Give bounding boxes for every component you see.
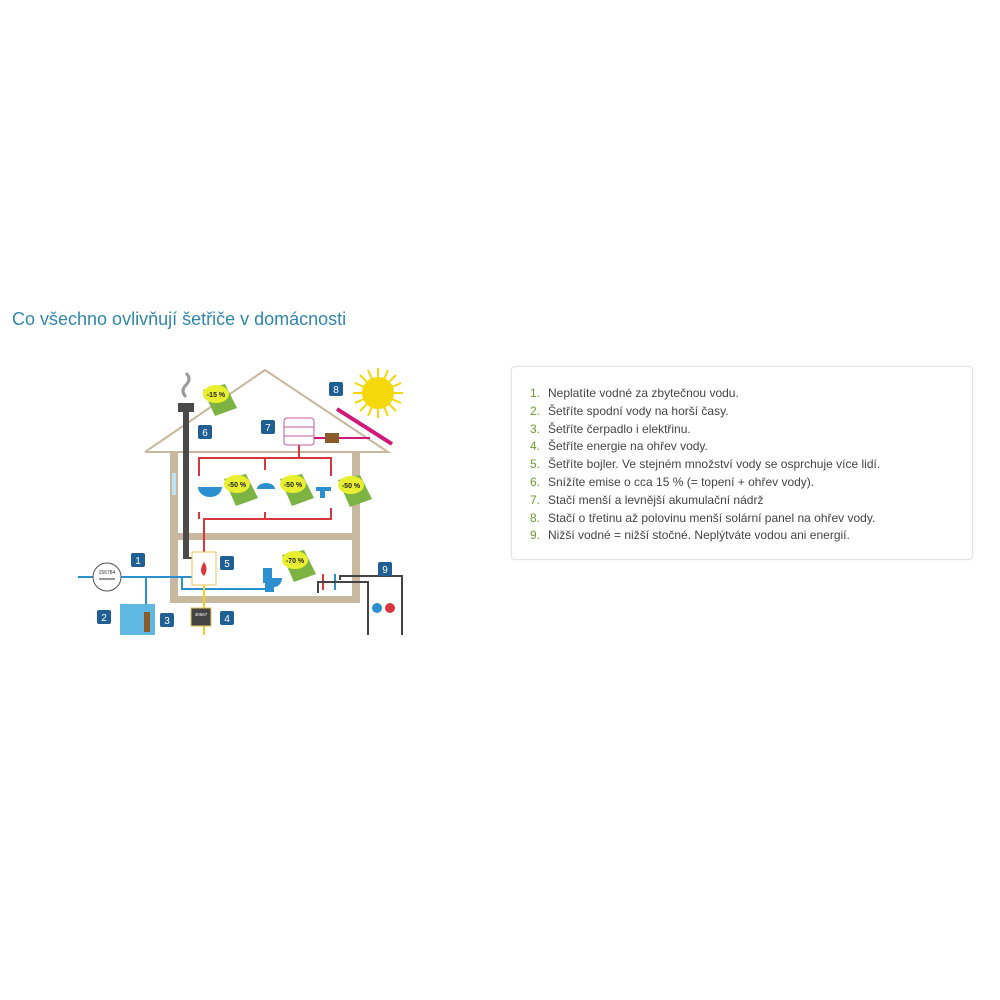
sun-icon: [353, 368, 403, 418]
svg-text:4: 4: [224, 614, 230, 625]
benefits-panel: 1.Neplatíte vodné za zbytečnou vodu. 2.Š…: [511, 366, 973, 560]
flame-icon: [201, 562, 207, 576]
roof: [144, 368, 392, 453]
badge-6: 6: [198, 425, 212, 439]
svg-text:-70 %: -70 %: [286, 558, 305, 565]
solar-panel: [335, 407, 394, 446]
svg-text:2: 2: [101, 613, 107, 624]
water-meter: 156784: [92, 562, 122, 592]
svg-text:5: 5: [224, 559, 230, 570]
svg-text:1: 1: [135, 556, 141, 567]
storage-tank: [283, 417, 370, 446]
badge-1: 1: [131, 553, 145, 567]
number-badges: 1 2 3 4 5 6 7 8 9: [97, 382, 392, 627]
meter-reading: 156784: [99, 570, 116, 576]
sewer-pipes: [317, 574, 403, 635]
list-item: 4.Šetříte energie na ohřev vody.: [530, 439, 708, 454]
faucet-icon: [316, 487, 331, 498]
list-item: 8.Stačí o třetinu až polovinu menší solá…: [530, 510, 876, 525]
svg-text:9: 9: [382, 565, 388, 576]
tag-sink: -50 %: [224, 474, 258, 506]
tag-faucet: -50 %: [338, 475, 372, 507]
pump-icon: [144, 612, 150, 632]
shower-icon: [257, 483, 275, 489]
benefits-list: 1.Neplatíte vodné za zbytečnou vodu. 2.Š…: [512, 367, 972, 545]
toilet-icon: [263, 568, 282, 592]
svg-text:-15 %: -15 %: [207, 392, 226, 399]
svg-text:-50 %: -50 %: [284, 482, 303, 489]
sink-icon: [198, 487, 222, 497]
page-title: Co všechno ovlivňují šetřiče v domácnost…: [12, 309, 347, 329]
badge-5: 5: [220, 556, 234, 570]
boiler: 40667: [190, 551, 217, 635]
house-walls: [170, 452, 360, 603]
svg-text:7: 7: [265, 423, 271, 434]
badge-4: 4: [220, 611, 234, 625]
list-item: 6.Snížíte emise o cca 15 % (= topení + o…: [530, 474, 815, 489]
badge-9: 9: [378, 562, 392, 576]
svg-text:6: 6: [202, 428, 208, 439]
electric-meter: [190, 607, 212, 627]
list-item: 3.Šetříte čerpadlo i elektřinu.: [530, 421, 691, 436]
list-item: 9.Nižší vodné = nižší stočné. Neplýtváte…: [530, 528, 850, 543]
list-item: 5.Šetříte bojler. Ve stejném množství vo…: [530, 457, 881, 472]
chimney: [178, 371, 194, 559]
list-item: 1.Neplatíte vodné za zbytečnou vodu.: [530, 386, 739, 400]
badge-2: 2: [97, 610, 111, 624]
badge-8: 8: [329, 382, 343, 396]
svg-text:-50 %: -50 %: [342, 483, 361, 490]
hot-water-pipes: [198, 445, 332, 552]
svg-text:-50 %: -50 %: [228, 482, 247, 489]
badge-7: 7: [261, 420, 275, 434]
list-item: 7.Stačí menší a levnější akumulační nádr…: [530, 492, 764, 507]
tag-toilet: -70 %: [282, 550, 316, 582]
badge-3: 3: [160, 613, 174, 627]
svg-text:8: 8: [333, 385, 339, 396]
electric-meter-reading: 40667: [195, 612, 208, 617]
smoke-icon: [181, 371, 191, 399]
tag-6: -15 %: [203, 384, 237, 416]
tag-shower: -50 %: [280, 474, 314, 506]
list-item: 2.Šetříte spodní vody na horší časy.: [530, 403, 729, 418]
svg-text:3: 3: [164, 616, 170, 627]
savings-tags: -15 % -50 % -50 % -50 % -70 %: [203, 384, 372, 582]
